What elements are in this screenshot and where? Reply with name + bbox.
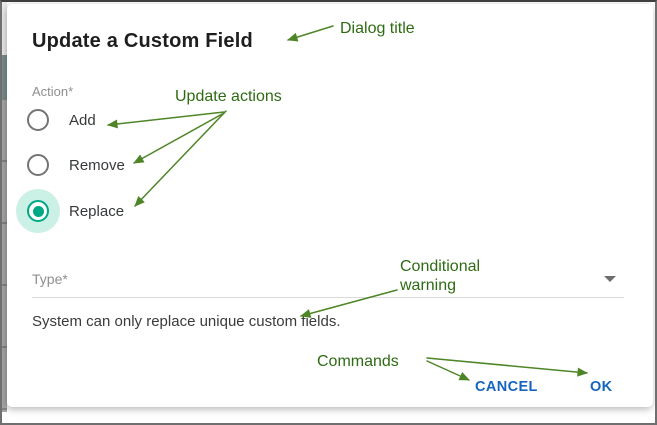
radio-option-add[interactable]: Add: [27, 109, 96, 131]
cancel-button[interactable]: CANCEL: [475, 379, 538, 395]
background-segment: [2, 2, 7, 55]
background-segment: [2, 100, 7, 412]
action-field-label: Action*: [32, 84, 74, 99]
dialog-title: Update a Custom Field: [32, 30, 253, 52]
radio-option-remove[interactable]: Remove: [27, 154, 125, 176]
update-custom-field-dialog: Update a Custom Field Action* Add Remove…: [7, 4, 653, 407]
annotation-commands: Commands: [317, 353, 399, 370]
radio-unselected-icon[interactable]: [27, 154, 49, 176]
annotation-dialog-title: Dialog title: [340, 20, 415, 37]
radio-selected-icon[interactable]: [27, 200, 49, 222]
background-segment: [2, 55, 7, 100]
ok-button[interactable]: OK: [590, 379, 613, 395]
radio-dot: [32, 205, 44, 217]
dropdown-arrow-icon: [604, 276, 616, 282]
radio-option-replace[interactable]: Replace: [16, 189, 125, 233]
type-field-label: Type*: [32, 271, 68, 287]
page-background-strip: [2, 2, 7, 412]
conditional-warning-text: System can only replace unique custom fi…: [32, 313, 341, 330]
type-select-field[interactable]: Type*: [32, 266, 624, 298]
radio-option-label: Add: [69, 111, 96, 129]
radio-option-label: Replace: [69, 202, 125, 220]
annotation-update-actions: Update actions: [175, 88, 282, 105]
radio-option-label: Remove: [69, 156, 125, 174]
annotation-conditional-warning: Conditional warning: [400, 258, 481, 294]
radio-unselected-icon[interactable]: [27, 109, 49, 131]
